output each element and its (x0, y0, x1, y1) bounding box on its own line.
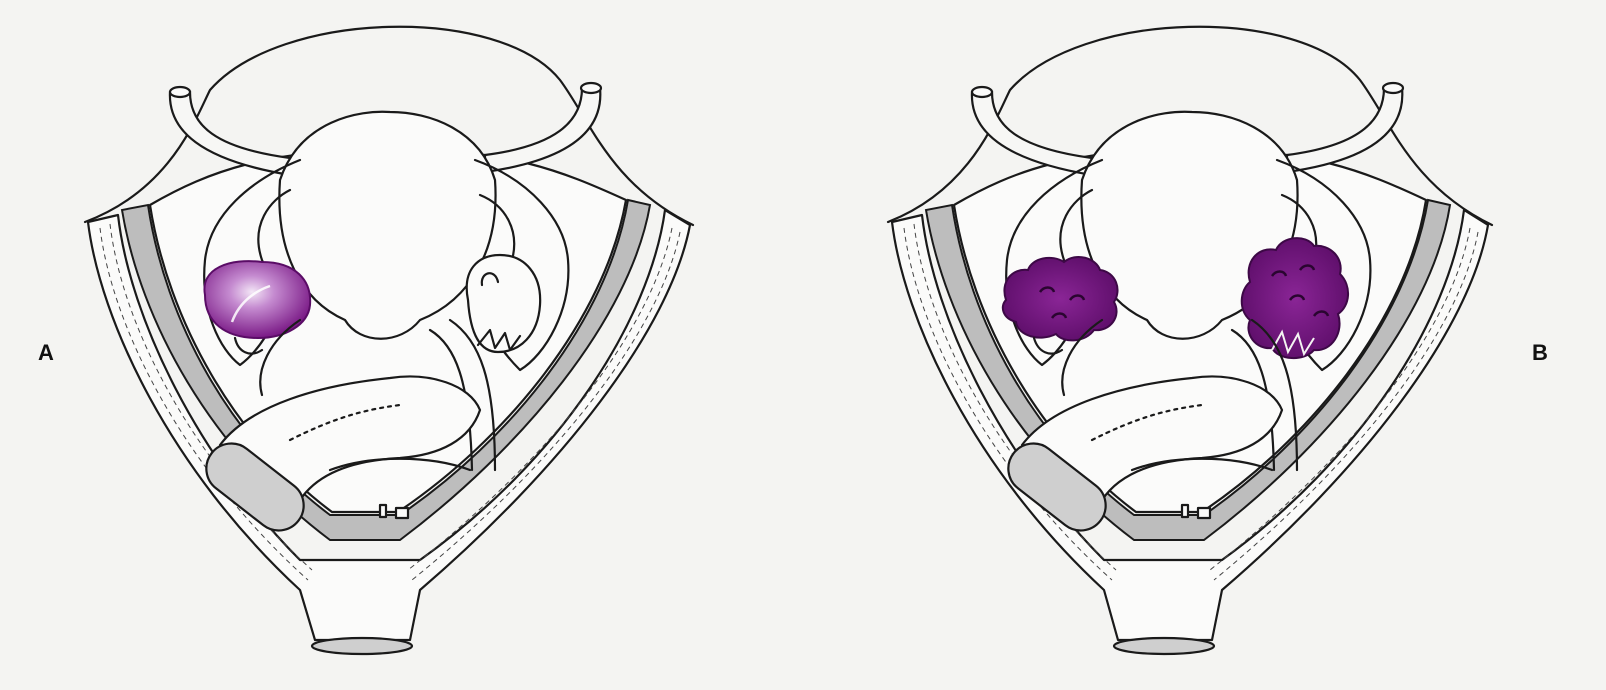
right-round-ligament (1287, 88, 1402, 172)
right-ligament-end (581, 83, 601, 93)
right-ligament-end (1383, 83, 1403, 93)
left-ligament-end (170, 87, 190, 97)
left-ligament-end (972, 87, 992, 97)
ureter-stub-right (1198, 508, 1210, 518)
left-ovary-lesion-lobulated (1003, 257, 1118, 340)
vaginal-opening (1114, 638, 1214, 654)
ureter-stub-left (380, 505, 386, 517)
pelvis-diagram-a (0, 0, 790, 690)
right-round-ligament (485, 88, 600, 172)
ureter-stub-right (396, 508, 408, 518)
vaginal-opening (312, 638, 412, 654)
panel-label-b: B (1532, 340, 1548, 366)
left-round-ligament (972, 92, 1092, 175)
right-ovary-normal (467, 255, 540, 352)
panel-label-a: A (38, 340, 54, 366)
ureter-stub-left (1182, 505, 1188, 517)
pelvis-diagram-b (820, 0, 1520, 690)
left-ovary-lesion-smooth (204, 261, 310, 338)
left-round-ligament (170, 92, 290, 175)
